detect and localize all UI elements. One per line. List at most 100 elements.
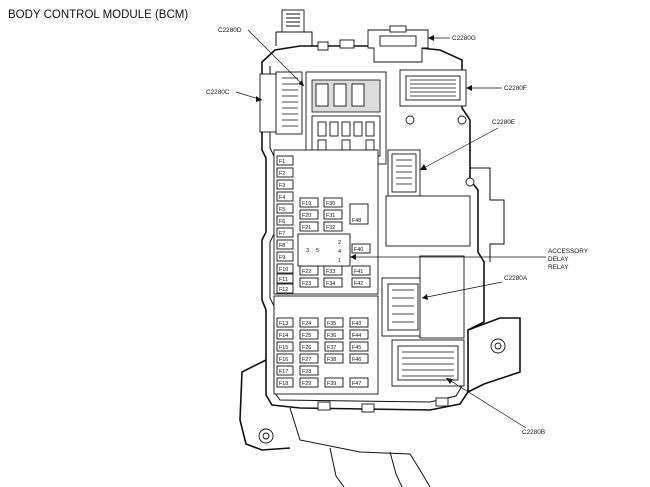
- svg-text:F9: F9: [279, 255, 285, 261]
- fuse-f9: F9: [276, 251, 294, 262]
- fuse-f17: F17: [276, 365, 294, 376]
- svg-text:F28: F28: [302, 369, 311, 375]
- fuse-f10: F10: [276, 263, 294, 274]
- relay-mark-3: 3: [306, 248, 309, 254]
- svg-text:F18: F18: [279, 381, 288, 387]
- arrow-c2280c: [256, 96, 262, 102]
- leader-c2280e: [419, 127, 499, 171]
- relay-mark-1: 1: [338, 258, 341, 264]
- label-c2280g: C2280G: [452, 35, 476, 42]
- fuse-f24: F24: [299, 317, 319, 328]
- fuse-layer: F1F2F3F4F5F6F7F8F9F10F11F12F19F20F21F22F…: [276, 155, 371, 388]
- svg-text:F46: F46: [352, 357, 361, 363]
- label-c2280c: C2280C: [206, 89, 230, 96]
- svg-text:F32: F32: [326, 225, 335, 231]
- fuse-f2: F2: [276, 167, 294, 178]
- svg-text:F10: F10: [279, 267, 288, 273]
- arrow-c2280b: [446, 378, 453, 384]
- svg-text:F29: F29: [302, 381, 311, 387]
- fuse-panel: F1F2F3F4F5F6F7F8F9F10F11F12F19F20F21F22F…: [273, 149, 379, 395]
- svg-text:F20: F20: [302, 213, 311, 219]
- relay-mark-5: 5: [316, 248, 319, 254]
- fuse-f25: F25: [299, 329, 319, 340]
- svg-text:F33: F33: [326, 269, 335, 275]
- svg-text:F23: F23: [302, 281, 311, 287]
- svg-text:F24: F24: [302, 321, 311, 327]
- relay-label-line1: ACCESSORY: [548, 248, 589, 255]
- label-c2280f: C2280F: [504, 85, 527, 92]
- svg-text:F11: F11: [279, 277, 288, 283]
- fuse-f43: F43: [349, 317, 369, 328]
- fuse-f12: F12: [276, 283, 294, 294]
- svg-text:F34: F34: [326, 281, 335, 287]
- fuse-f33: F33: [323, 265, 343, 276]
- fuse-f48: F48: [349, 203, 369, 225]
- label-c2280a: C2280A: [504, 275, 528, 282]
- svg-text:F27: F27: [302, 357, 311, 363]
- svg-text:F14: F14: [279, 333, 288, 339]
- arrow-c2280a: [422, 294, 428, 300]
- fuse-f29: F29: [299, 377, 319, 388]
- fuse-f41: F41: [351, 265, 371, 276]
- arrow-c2280e: [420, 164, 427, 170]
- svg-text:F17: F17: [279, 369, 288, 375]
- fuse-f26: F26: [299, 341, 319, 352]
- fuse-f14: F14: [276, 329, 294, 340]
- relay-label-line3: RELAY: [548, 264, 569, 271]
- svg-text:F12: F12: [279, 287, 288, 293]
- fuse-f34: F34: [323, 277, 343, 288]
- svg-text:F48: F48: [352, 218, 361, 224]
- svg-text:F45: F45: [352, 345, 361, 351]
- fuse-f20: F20: [299, 209, 319, 220]
- fuse-f39: F39: [324, 377, 344, 388]
- fuse-f27: F27: [299, 353, 319, 364]
- fuse-f6: F6: [276, 215, 294, 226]
- fuse-f31: F31: [323, 209, 343, 220]
- svg-text:F47: F47: [352, 381, 361, 387]
- fuse-f4: F4: [276, 191, 294, 202]
- relay-mark-4: 4: [338, 249, 341, 255]
- svg-text:F40: F40: [354, 247, 363, 253]
- callouts: C2280D C2280C C2280G C2280F C2280E ACCES…: [206, 27, 589, 436]
- fuse-f11: F11: [276, 273, 294, 284]
- fuse-f44: F44: [349, 329, 369, 340]
- relay-label-line2: DELAY: [548, 256, 569, 263]
- arrow-c2280d: [298, 80, 304, 86]
- fuse-f37: F37: [324, 341, 344, 352]
- fuse-f3: F3: [276, 179, 294, 190]
- svg-text:F8: F8: [279, 243, 285, 249]
- fuse-f32: F32: [323, 221, 343, 232]
- arrow-relay: [350, 254, 356, 260]
- fuse-f15: F15: [276, 341, 294, 352]
- svg-text:F6: F6: [279, 219, 285, 225]
- label-c2280e: C2280E: [492, 119, 515, 126]
- svg-text:F7: F7: [279, 231, 285, 237]
- fuse-f35: F35: [324, 317, 344, 328]
- svg-text:F1: F1: [279, 159, 285, 165]
- fuse-f16: F16: [276, 353, 294, 364]
- fuse-f8: F8: [276, 239, 294, 250]
- accessory-delay-relay: [297, 233, 351, 267]
- diagram-title: BODY CONTROL MODULE (BCM): [8, 9, 188, 21]
- svg-text:F13: F13: [279, 321, 288, 327]
- svg-text:F38: F38: [327, 357, 336, 363]
- arrow-c2280f: [466, 85, 472, 91]
- fuse-f40: F40: [351, 243, 371, 254]
- label-c2280b: C2280B: [522, 429, 545, 436]
- svg-text:F4: F4: [279, 195, 285, 201]
- fuse-f18: F18: [276, 377, 294, 388]
- fuse-f19: F19: [299, 197, 319, 208]
- svg-text:F31: F31: [326, 213, 335, 219]
- fuse-f21: F21: [299, 221, 319, 232]
- svg-text:F37: F37: [327, 345, 336, 351]
- svg-text:F42: F42: [354, 281, 363, 287]
- svg-text:F16: F16: [279, 357, 288, 363]
- svg-text:F41: F41: [354, 269, 363, 275]
- svg-text:F2: F2: [279, 171, 285, 177]
- svg-text:F39: F39: [327, 381, 336, 387]
- fuse-f13: F13: [276, 317, 294, 328]
- fuse-f5: F5: [276, 203, 294, 214]
- fuse-f36: F36: [324, 329, 344, 340]
- arrow-c2280g: [428, 35, 434, 41]
